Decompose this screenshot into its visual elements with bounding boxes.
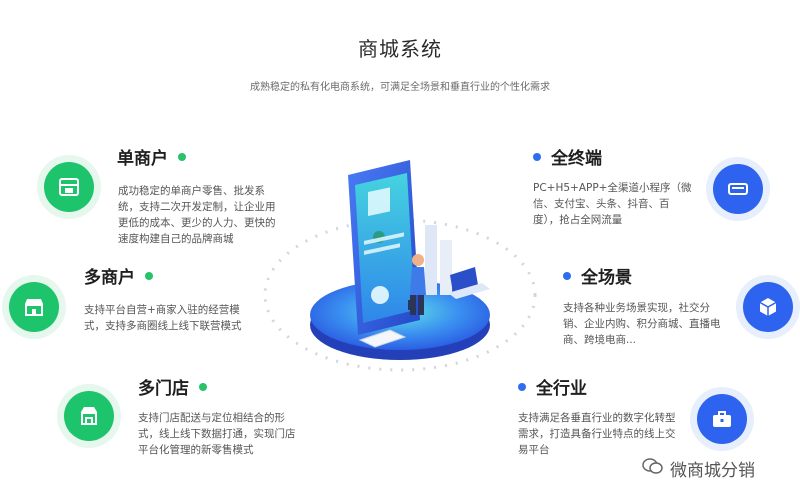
feature-multi-merchant-desc: 支持平台自营+商家入驻的经营模式，支持多商圈线上线下联营模式 xyxy=(84,304,242,332)
feature-all-scene-title: 全场景 xyxy=(563,263,632,288)
multi-store-icon xyxy=(9,282,59,332)
wechat-icon xyxy=(642,457,664,480)
feature-multi-store-desc: 支持门店配送与定位相结合的形式，线上线下数据打通，实现门店平台化管理的新零售模式 xyxy=(138,412,296,456)
bullet-dot xyxy=(518,382,526,391)
feature-title-text: 全行业 xyxy=(536,379,587,399)
bullet-dot xyxy=(533,152,541,161)
device-icon xyxy=(713,164,763,214)
bullet-dot xyxy=(178,152,186,161)
feature-title-text: 多门店 xyxy=(138,379,189,399)
feature-single-merchant-title: 单商户 xyxy=(117,144,186,169)
feature-title-text: 多商户 xyxy=(84,268,135,288)
feature-all-terminal-title: 全终端 xyxy=(533,144,602,169)
page-title: 商城系统 xyxy=(358,37,442,61)
phone-illustration xyxy=(263,160,537,372)
shop-front-icon xyxy=(64,391,114,441)
briefcase-icon xyxy=(697,394,747,444)
feature-all-industry-desc: 支持满足各垂直行业的数字化转型需求，打造具备行业特点的线上交易平台 xyxy=(518,412,676,456)
watermark: 微商城分销 xyxy=(642,456,755,481)
store-icon xyxy=(44,162,94,212)
feature-all-scene-desc: 支持各种业务场景实现，社交分销、企业内购、积分商城、直播电商、跨境电商... xyxy=(563,302,721,346)
bullet-dot xyxy=(563,271,571,280)
feature-single-merchant-desc: 成功稳定的单商户零售、批发系统，支持二次开发定制，让企业用更低的成本、更少的人力… xyxy=(118,185,276,245)
feature-title-text: 全场景 xyxy=(581,268,632,288)
feature-all-terminal-desc: PC+H5+APP+全渠道小程序（微信、支付宝、头条、抖音、百度），抢占全网流量 xyxy=(533,182,692,226)
feature-title-text: 全终端 xyxy=(551,149,602,169)
feature-multi-store-title: 多门店 xyxy=(138,374,207,399)
watermark-text: 微商城分销 xyxy=(670,461,755,481)
bullet-dot xyxy=(145,271,153,280)
bullet-dot xyxy=(199,382,207,391)
feature-all-industry-title: 全行业 xyxy=(518,374,587,399)
feature-title-text: 单商户 xyxy=(117,149,168,169)
feature-multi-merchant-title: 多商户 xyxy=(84,263,153,288)
page-subtitle: 成熟稳定的私有化电商系统，可满足全场景和垂直行业的个性化需求 xyxy=(250,82,550,93)
cube-icon xyxy=(743,282,793,332)
